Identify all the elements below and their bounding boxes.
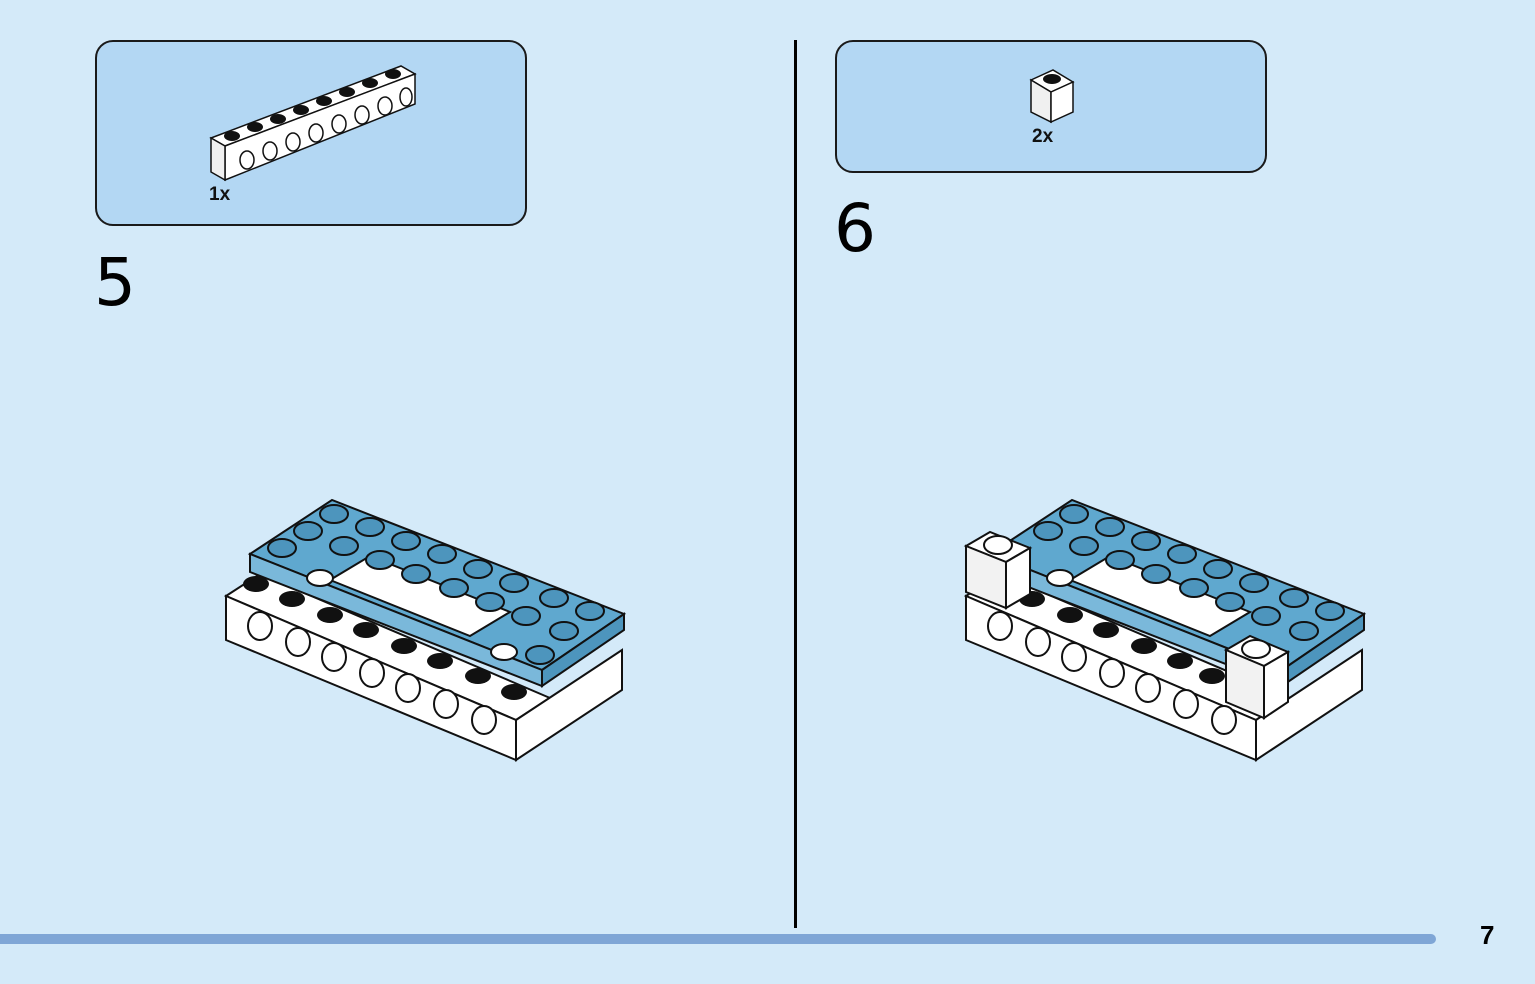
technic-beam-part-icon bbox=[209, 65, 417, 182]
assembly-illustration-step-5 bbox=[223, 498, 627, 762]
page-divider bbox=[794, 40, 797, 928]
step-number: 6 bbox=[834, 190, 876, 267]
parts-box-step-6: 2x bbox=[835, 40, 1267, 173]
progress-bar bbox=[0, 934, 1436, 944]
part-quantity: 2x bbox=[1032, 126, 1054, 147]
step-number: 5 bbox=[94, 244, 136, 321]
assembly-illustration-step-6 bbox=[963, 498, 1367, 762]
parts-box-step-5: 1x bbox=[95, 40, 527, 226]
page-number: 7 bbox=[1480, 920, 1495, 950]
brick-part-icon bbox=[1029, 69, 1075, 124]
part-quantity: 1x bbox=[209, 184, 231, 205]
